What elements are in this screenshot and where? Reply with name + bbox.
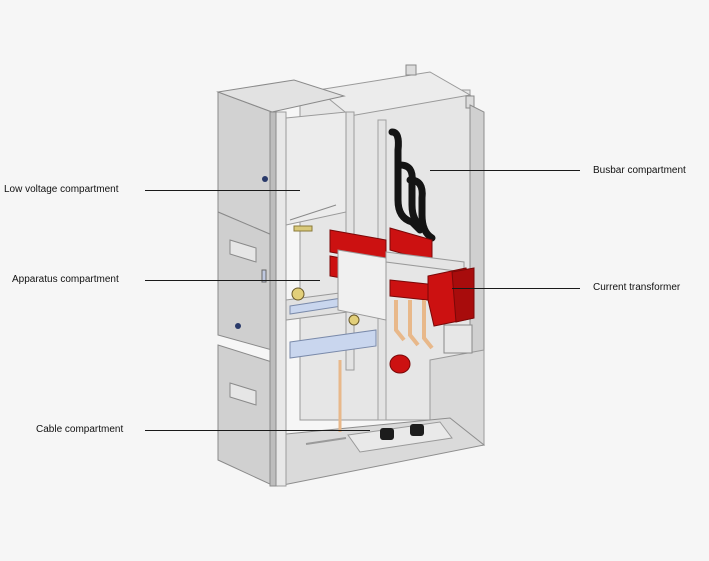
mounting-tab xyxy=(405,64,417,76)
leader-line-busbar xyxy=(430,170,580,171)
apparatus-door-vent xyxy=(229,239,257,263)
busbar-cable xyxy=(406,176,436,242)
insulator-rail-lower xyxy=(289,329,377,359)
leader-line-low-voltage xyxy=(145,190,300,191)
low-voltage-box xyxy=(285,111,347,226)
cable-terminal xyxy=(410,424,424,436)
leader-line-current-transformer xyxy=(452,288,580,289)
cabinet-top-panel xyxy=(316,71,472,117)
label-apparatus-compartment: Apparatus compartment xyxy=(12,274,119,285)
cable-gland-plate xyxy=(347,421,453,453)
mechanism-gear xyxy=(291,287,305,301)
door-handle xyxy=(261,269,267,283)
leader-line-apparatus xyxy=(145,280,320,281)
leader-line-cable xyxy=(145,430,370,431)
mechanism-gear xyxy=(348,314,360,326)
lv-shelf xyxy=(289,204,337,221)
label-low-voltage-compartment: Low voltage compartment xyxy=(4,184,119,195)
cable-terminal xyxy=(380,428,394,440)
breaker-side-panel xyxy=(337,249,387,321)
lower-contact-red xyxy=(389,354,411,374)
cabinet-floor xyxy=(275,417,486,487)
lv-terminal xyxy=(293,225,313,232)
cable-door-vent xyxy=(229,382,257,406)
copper-bar xyxy=(394,300,406,342)
busbar-cable xyxy=(388,128,424,234)
current-transformer-shade xyxy=(451,267,475,323)
label-current-transformer: Current transformer xyxy=(593,282,681,293)
label-busbar-compartment: Busbar compartment xyxy=(593,165,686,176)
copper-bar xyxy=(422,300,434,350)
cable-door xyxy=(217,344,273,486)
copper-bar xyxy=(408,300,420,347)
door-lock xyxy=(235,323,241,329)
door-top-cap xyxy=(216,79,346,113)
side-window xyxy=(443,324,473,354)
floor-rail xyxy=(305,437,347,445)
low-voltage-door xyxy=(217,91,273,236)
door-lock xyxy=(262,176,268,182)
busbar-cable xyxy=(396,161,428,232)
label-cable-compartment: Cable compartment xyxy=(36,424,124,435)
